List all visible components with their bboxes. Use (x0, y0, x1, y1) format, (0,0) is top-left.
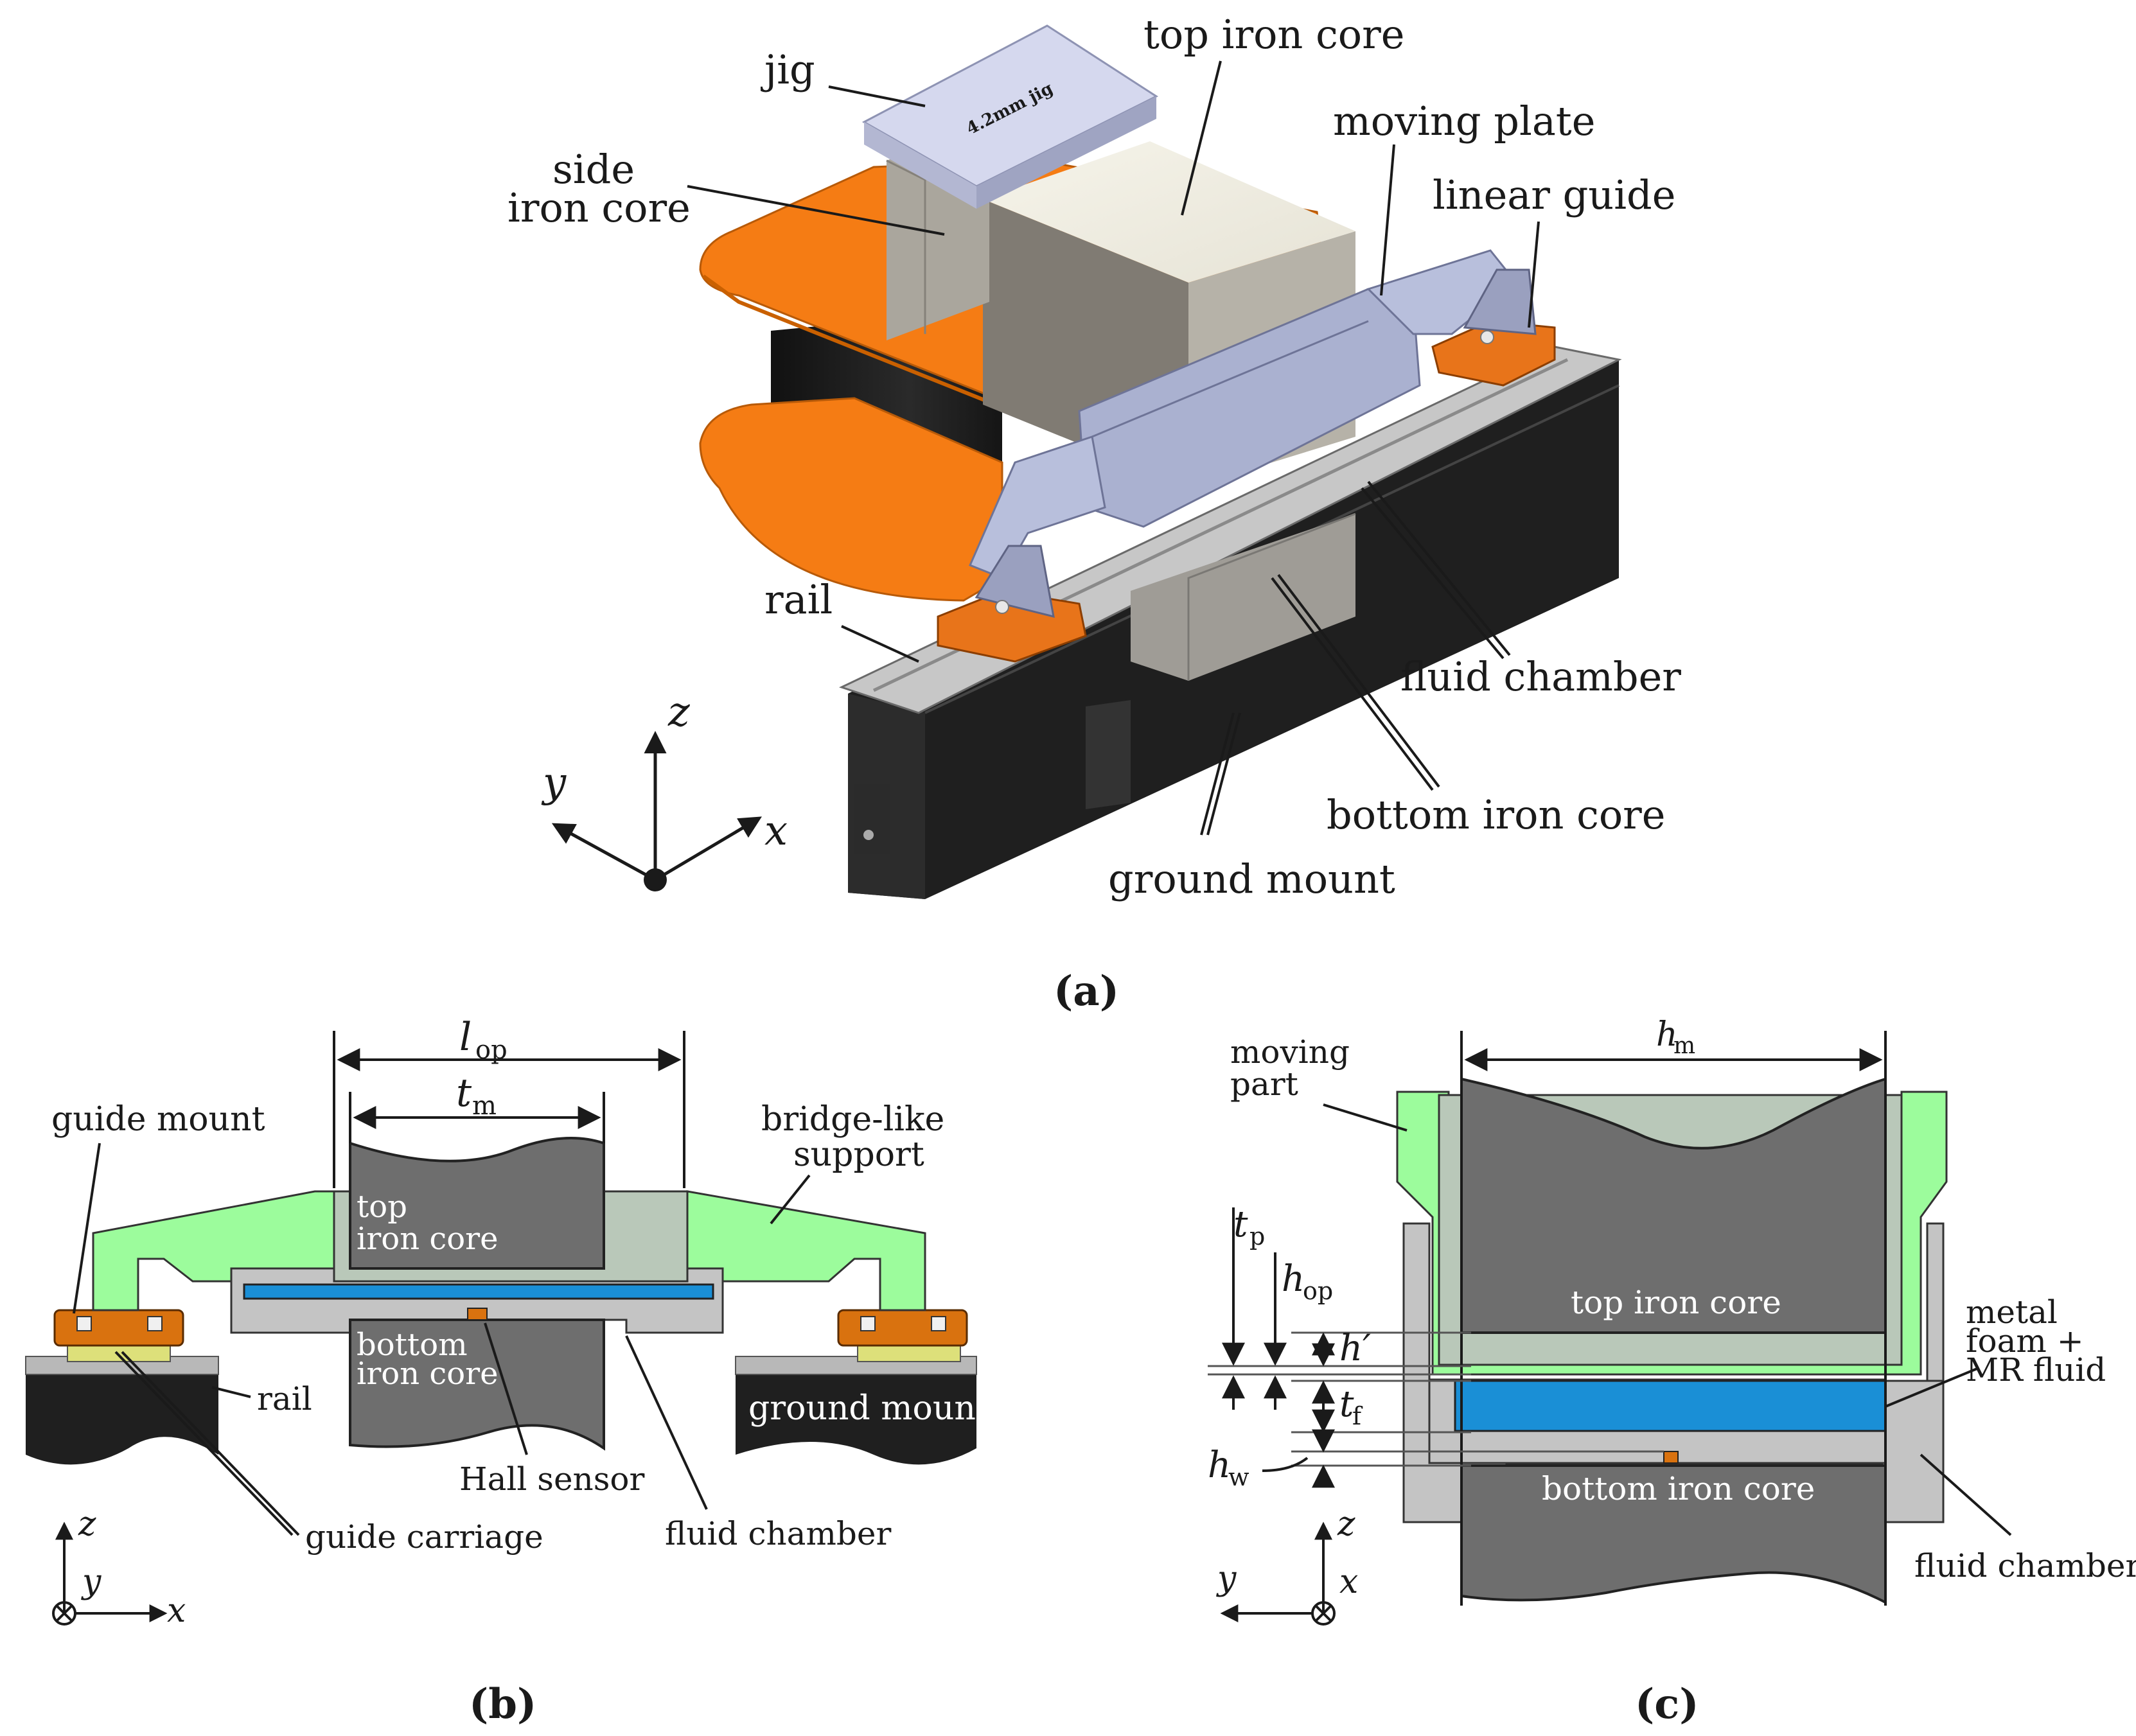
dim-h-m: h (1656, 1015, 1678, 1054)
axis-b-z: z (78, 1505, 96, 1543)
dim-l-op: l (459, 1015, 472, 1060)
label-top-iron-core: top iron core (1143, 11, 1404, 58)
left-guide-mount (53, 1309, 184, 1347)
dim-t-f-sub: f (1352, 1402, 1363, 1430)
top-iron-core-c (1460, 1077, 1887, 1334)
label-bottom-iron-core: bottom iron core (1327, 791, 1665, 838)
label-linear-guide: linear guide (1433, 171, 1675, 218)
label-fluid-chamber-c: fluid chamber (1914, 1547, 2136, 1584)
caption-b: (b) (469, 1680, 536, 1728)
jig-side (864, 122, 976, 209)
axis-a-z: z (667, 688, 691, 736)
label-moving-part-1: moving (1230, 1033, 1350, 1071)
label-fluid-chamber: fluid chamber (1400, 653, 1681, 700)
dim-h-w-sub: w (1228, 1463, 1249, 1491)
axes-c (1220, 1521, 1336, 1626)
dim-h-m-sub: m (1673, 1033, 1695, 1059)
label-metal-foam-3: MR fluid (1966, 1351, 2106, 1389)
right-guide-fin (1463, 268, 1537, 335)
axis-a-x: x (764, 807, 788, 855)
label-hall-sensor: Hall sensor (459, 1460, 645, 1498)
axes-b (52, 1521, 168, 1626)
label-metal-foam-1: metal (1966, 1293, 2058, 1331)
dim-h-op-sub: op (1303, 1277, 1333, 1305)
label-top-core-b-2: iron core (357, 1221, 499, 1257)
dim-t-m-sub: m (472, 1091, 497, 1121)
label-side-iron-core-2: iron core (508, 184, 691, 231)
bottom-iron-core-b (349, 1319, 605, 1451)
axes-a (551, 731, 763, 882)
panel-c: h m t p h op h′ t f h (1208, 1015, 2136, 1728)
label-rail: rail (764, 576, 833, 623)
dim-t-f: t (1339, 1383, 1354, 1425)
left-guide-fin (975, 545, 1055, 618)
label-ground-mount: ground mount (1108, 855, 1395, 902)
left-ground-mount (26, 1374, 218, 1465)
label-top-core-b-1: top (357, 1189, 407, 1225)
dim-t-p-sub: p (1249, 1222, 1265, 1250)
axis-b-x: x (167, 1591, 186, 1630)
label-jig: jig (761, 46, 815, 93)
lower-orange-flange (699, 397, 1003, 602)
axis-b-y: y (81, 1563, 102, 1601)
bottom-iron-core-c (1460, 1464, 1887, 1605)
axis-c-x: x (1339, 1563, 1358, 1601)
bottom-iron-core-block (1131, 514, 1355, 681)
label-bridge-support-2: support (793, 1135, 924, 1174)
label-moving-plate: moving plate (1333, 98, 1595, 145)
hall-sensor-b (467, 1308, 488, 1320)
dim-h-w: h (1208, 1444, 1231, 1486)
label-ground-mount-b: ground mount (748, 1389, 989, 1428)
panel-a: 4.2mm jig jig top (508, 11, 1681, 1015)
label-top-iron-core-c: top iron core (1571, 1284, 1781, 1321)
label-bridge-support-1: bridge-like (761, 1100, 944, 1139)
label-moving-part-2: part (1230, 1065, 1298, 1103)
mr-fluid-layer-c (1454, 1380, 1887, 1432)
left-arm (969, 435, 1106, 579)
right-guide-carriage (857, 1343, 961, 1362)
caption-a: (a) (1054, 967, 1119, 1015)
label-bottom-iron-core-c: bottom iron core (1542, 1470, 1815, 1507)
label-fluid-chamber-b: fluid chamber (665, 1515, 891, 1552)
caption-c: (c) (1635, 1680, 1699, 1728)
right-ground-mount (736, 1374, 976, 1465)
mr-fluid-layer-b (243, 1283, 714, 1300)
top-iron-core-top (983, 141, 1355, 283)
label-guide-carriage: guide carriage (305, 1518, 543, 1556)
panel-b: l op t m guide mount bridge-like support… (25, 1015, 989, 1728)
axis-c-y: y (1216, 1559, 1237, 1598)
label-metal-foam-2: foam + (1966, 1322, 2084, 1360)
top-iron-core-b (349, 1137, 605, 1270)
hall-sensor-c (1663, 1451, 1679, 1464)
axes-a-origin (644, 868, 667, 891)
dim-l-op-sub: op (475, 1035, 508, 1065)
axis-c-z: z (1337, 1505, 1355, 1543)
dim-t-p: t (1233, 1204, 1248, 1245)
label-guide-mount: guide mount (51, 1100, 265, 1139)
label-rail-b: rail (257, 1380, 312, 1417)
label-bottom-core-b-2: iron core (357, 1356, 499, 1392)
dim-h-prime: h′ (1339, 1328, 1371, 1369)
dim-t-m: t (456, 1071, 472, 1116)
label-bottom-core-b-1: bottom (357, 1327, 468, 1363)
axis-a-y: y (541, 759, 567, 807)
label-side-iron-core-1: side (552, 146, 635, 193)
right-guide-mount (837, 1309, 968, 1347)
dim-h-op: h (1282, 1258, 1305, 1300)
